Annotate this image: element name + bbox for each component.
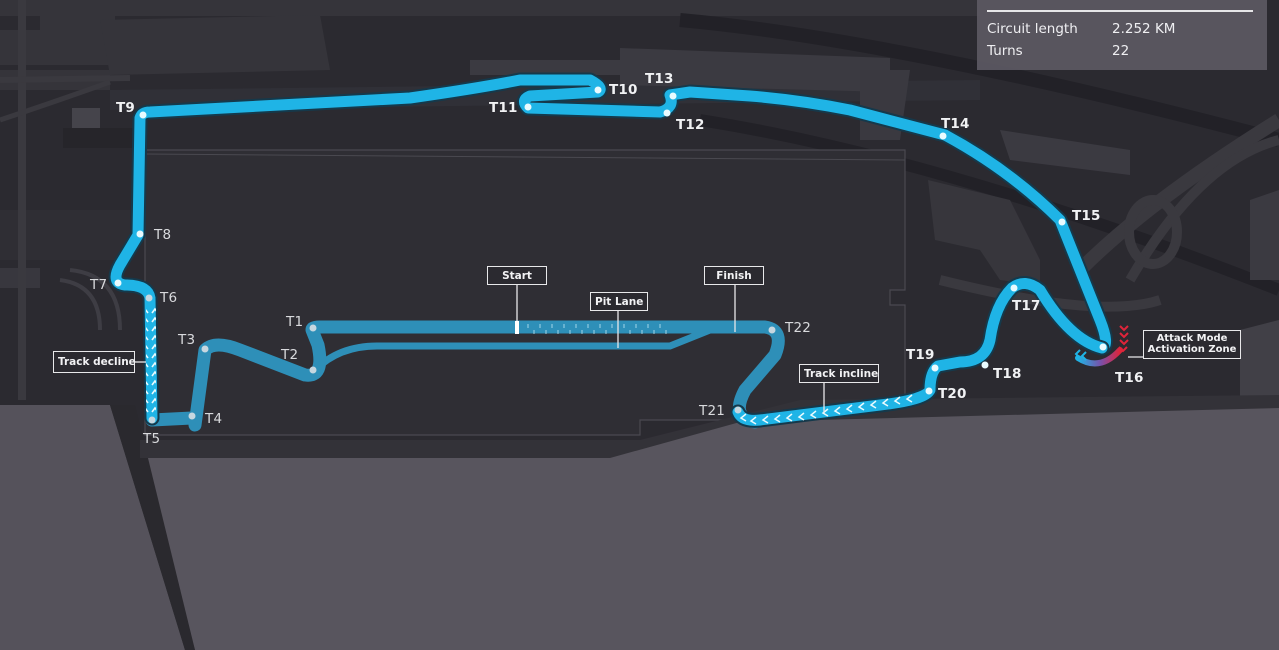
turn-label-t5: T5 (143, 431, 161, 447)
finish-callout: Finish (704, 266, 764, 285)
land-area (0, 395, 1279, 650)
turn-label-t13: T13 (645, 71, 674, 87)
turn-label-t17: T17 (1012, 298, 1041, 314)
attack-mode-line1: Attack Mode (1156, 333, 1228, 344)
turn-label-t15: T15 (1072, 208, 1101, 224)
turn-label-t18: T18 (993, 366, 1022, 382)
start-line (515, 321, 519, 334)
turn-label-t14: T14 (941, 116, 970, 132)
pit-lane-callout: Pit Lane (590, 292, 648, 311)
turn-label-t16: T16 (1115, 370, 1144, 386)
start-callout: Start (487, 266, 547, 285)
turn-label-t10: T10 (609, 82, 638, 98)
turn-label-t21: T21 (699, 403, 726, 419)
turn-label-t3: T3 (178, 332, 196, 348)
callout-leaders (134, 284, 825, 413)
track-incline-chevrons (739, 394, 913, 425)
turn-label-t8: T8 (154, 227, 172, 243)
turn-markers (114, 86, 1107, 424)
circuit-length-label: Circuit length (987, 21, 1078, 37)
turn-label-t9: T9 (116, 100, 136, 116)
grid-slots (527, 324, 667, 334)
turns-value: 22 (1112, 43, 1130, 59)
attack-mode-zone (1074, 325, 1150, 367)
turn-label-t6: T6 (160, 290, 178, 306)
attack-mode-callout: Attack Mode Activation Zone (1143, 330, 1241, 359)
track-upper-level (108, 72, 1113, 428)
attack-mode-line2: Activation Zone (1147, 344, 1237, 355)
turn-label-t11: T11 (489, 100, 518, 116)
track-incline-callout: Track incline (799, 364, 879, 383)
surrounding-buildings (0, 0, 980, 288)
turn-label-t7: T7 (90, 277, 108, 293)
circuit-length-value: 2.252 KM (1112, 21, 1176, 37)
turn-label-t12: T12 (676, 117, 705, 133)
turn-label-t19: T19 (906, 347, 935, 363)
turns-label: Turns (987, 43, 1023, 59)
turns-row: Turns 22 (987, 41, 1257, 61)
info-divider (987, 10, 1253, 12)
roads (0, 0, 1279, 400)
track-decline-callout: Track decline (53, 351, 136, 373)
venue-building (144, 149, 906, 436)
circuit-info-panel: Circuit length 2.252 KM Turns 22 (977, 0, 1267, 70)
turn-label-t20: T20 (938, 386, 967, 402)
turn-label-t1: T1 (286, 314, 304, 330)
turn-label-t4: T4 (205, 411, 223, 427)
turn-label-t22: T22 (785, 320, 812, 336)
track-decline-chevrons (146, 305, 156, 415)
turn-label-t2: T2 (281, 347, 299, 363)
circuit-length-row: Circuit length 2.252 KM (987, 19, 1257, 39)
